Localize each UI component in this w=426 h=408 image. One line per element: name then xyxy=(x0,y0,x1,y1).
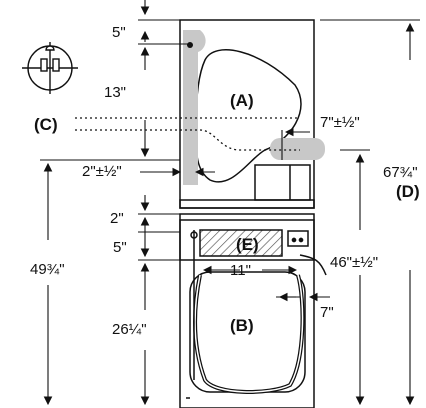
dim-right-hose: 46"±½" xyxy=(330,254,379,271)
callout-washer: (B) xyxy=(230,316,254,335)
dim-width-inner: 11" xyxy=(230,262,251,279)
callout-dryer: (A) xyxy=(230,91,254,110)
dim-washer-height: 49¾" xyxy=(30,261,65,278)
dim-right-offset: 7"±½" xyxy=(320,114,360,131)
dim-top-gap: 5" xyxy=(112,24,126,41)
callout-control-panel: (E) xyxy=(236,235,259,254)
electrical-outlet-icon xyxy=(22,42,78,94)
dim-lower-height: 26¼" xyxy=(112,321,147,338)
vent-dotted-lines xyxy=(75,117,300,151)
callout-vent-line: (C) xyxy=(34,115,58,134)
dim-panel-offset: 5" xyxy=(113,239,127,256)
dimension-lines xyxy=(40,0,420,406)
callout-total: (D) xyxy=(396,182,420,201)
dim-right-inner: 7" xyxy=(320,304,334,321)
vent-path-shading xyxy=(183,30,206,185)
dim-total-height: 67¾" xyxy=(383,164,418,181)
vent-outlet-shading xyxy=(270,138,325,160)
dim-upper-section: 13" xyxy=(104,84,127,101)
dim-spacer: 2" xyxy=(110,210,124,227)
washer-unit xyxy=(179,213,327,408)
dim-side-offset: 2"±½" xyxy=(82,163,122,180)
